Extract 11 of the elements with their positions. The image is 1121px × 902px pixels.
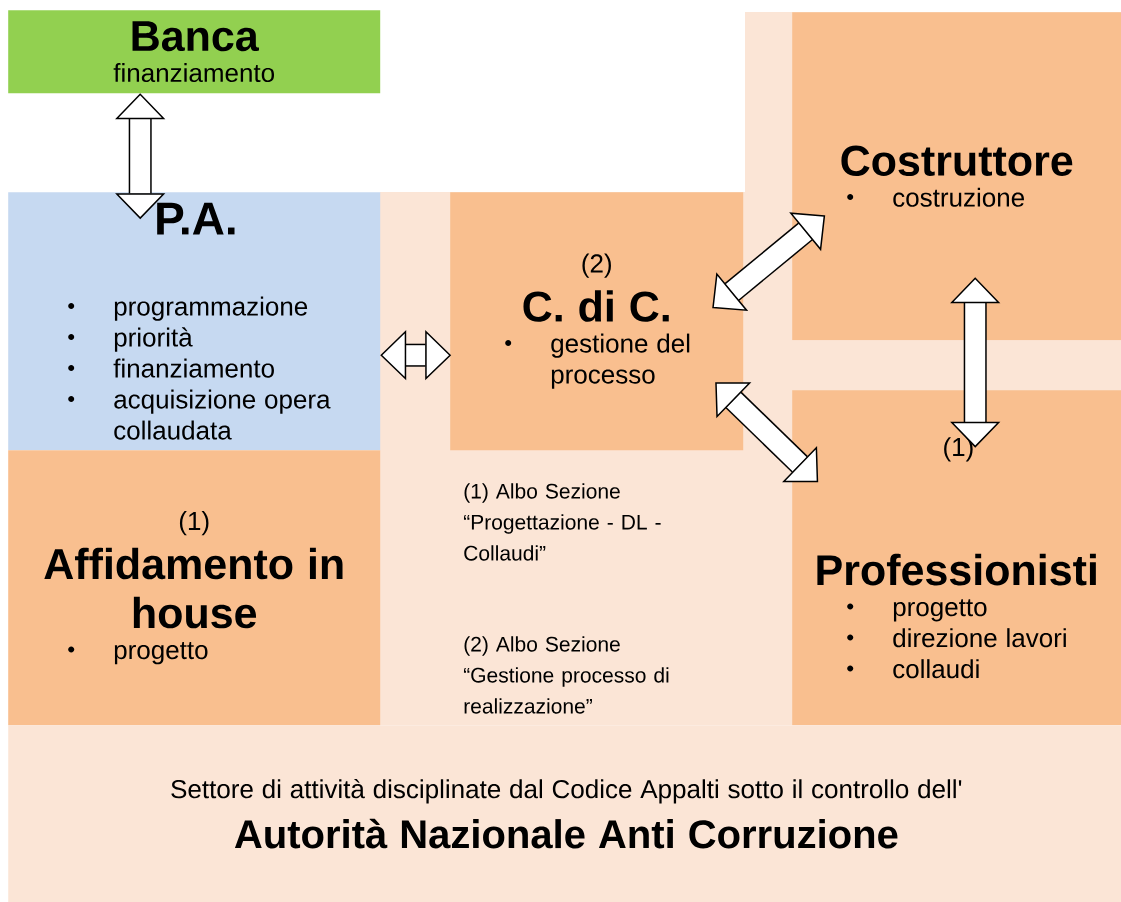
- process-box: Costruttore costruzione: [792, 12, 1121, 341]
- double-arrow: [950, 277, 1001, 448]
- double-arrow: [712, 212, 826, 312]
- footer-band: Settore di attività disciplinate dal Codice Appalti sotto il controllo dell' Autorità Nazionale Anti Corruzione: [8, 725, 1121, 902]
- note-text: (1) Albo Sezione “Progettazione - DL - Collaudi”: [463, 483, 661, 561]
- bank-box: Banca finanziamento: [8, 10, 381, 94]
- process-box: (1) Professionisti progetto direzione lavori collaudi: [792, 390, 1121, 726]
- process-box: (2) C. di C. gestione del processo: [450, 192, 744, 451]
- process-box: P.A. programmazione priorità finanziamento acquisizione opera collaudata: [8, 192, 381, 451]
- process-box: (1) Affidamento in house progetto: [8, 450, 381, 726]
- double-arrow: [715, 382, 819, 483]
